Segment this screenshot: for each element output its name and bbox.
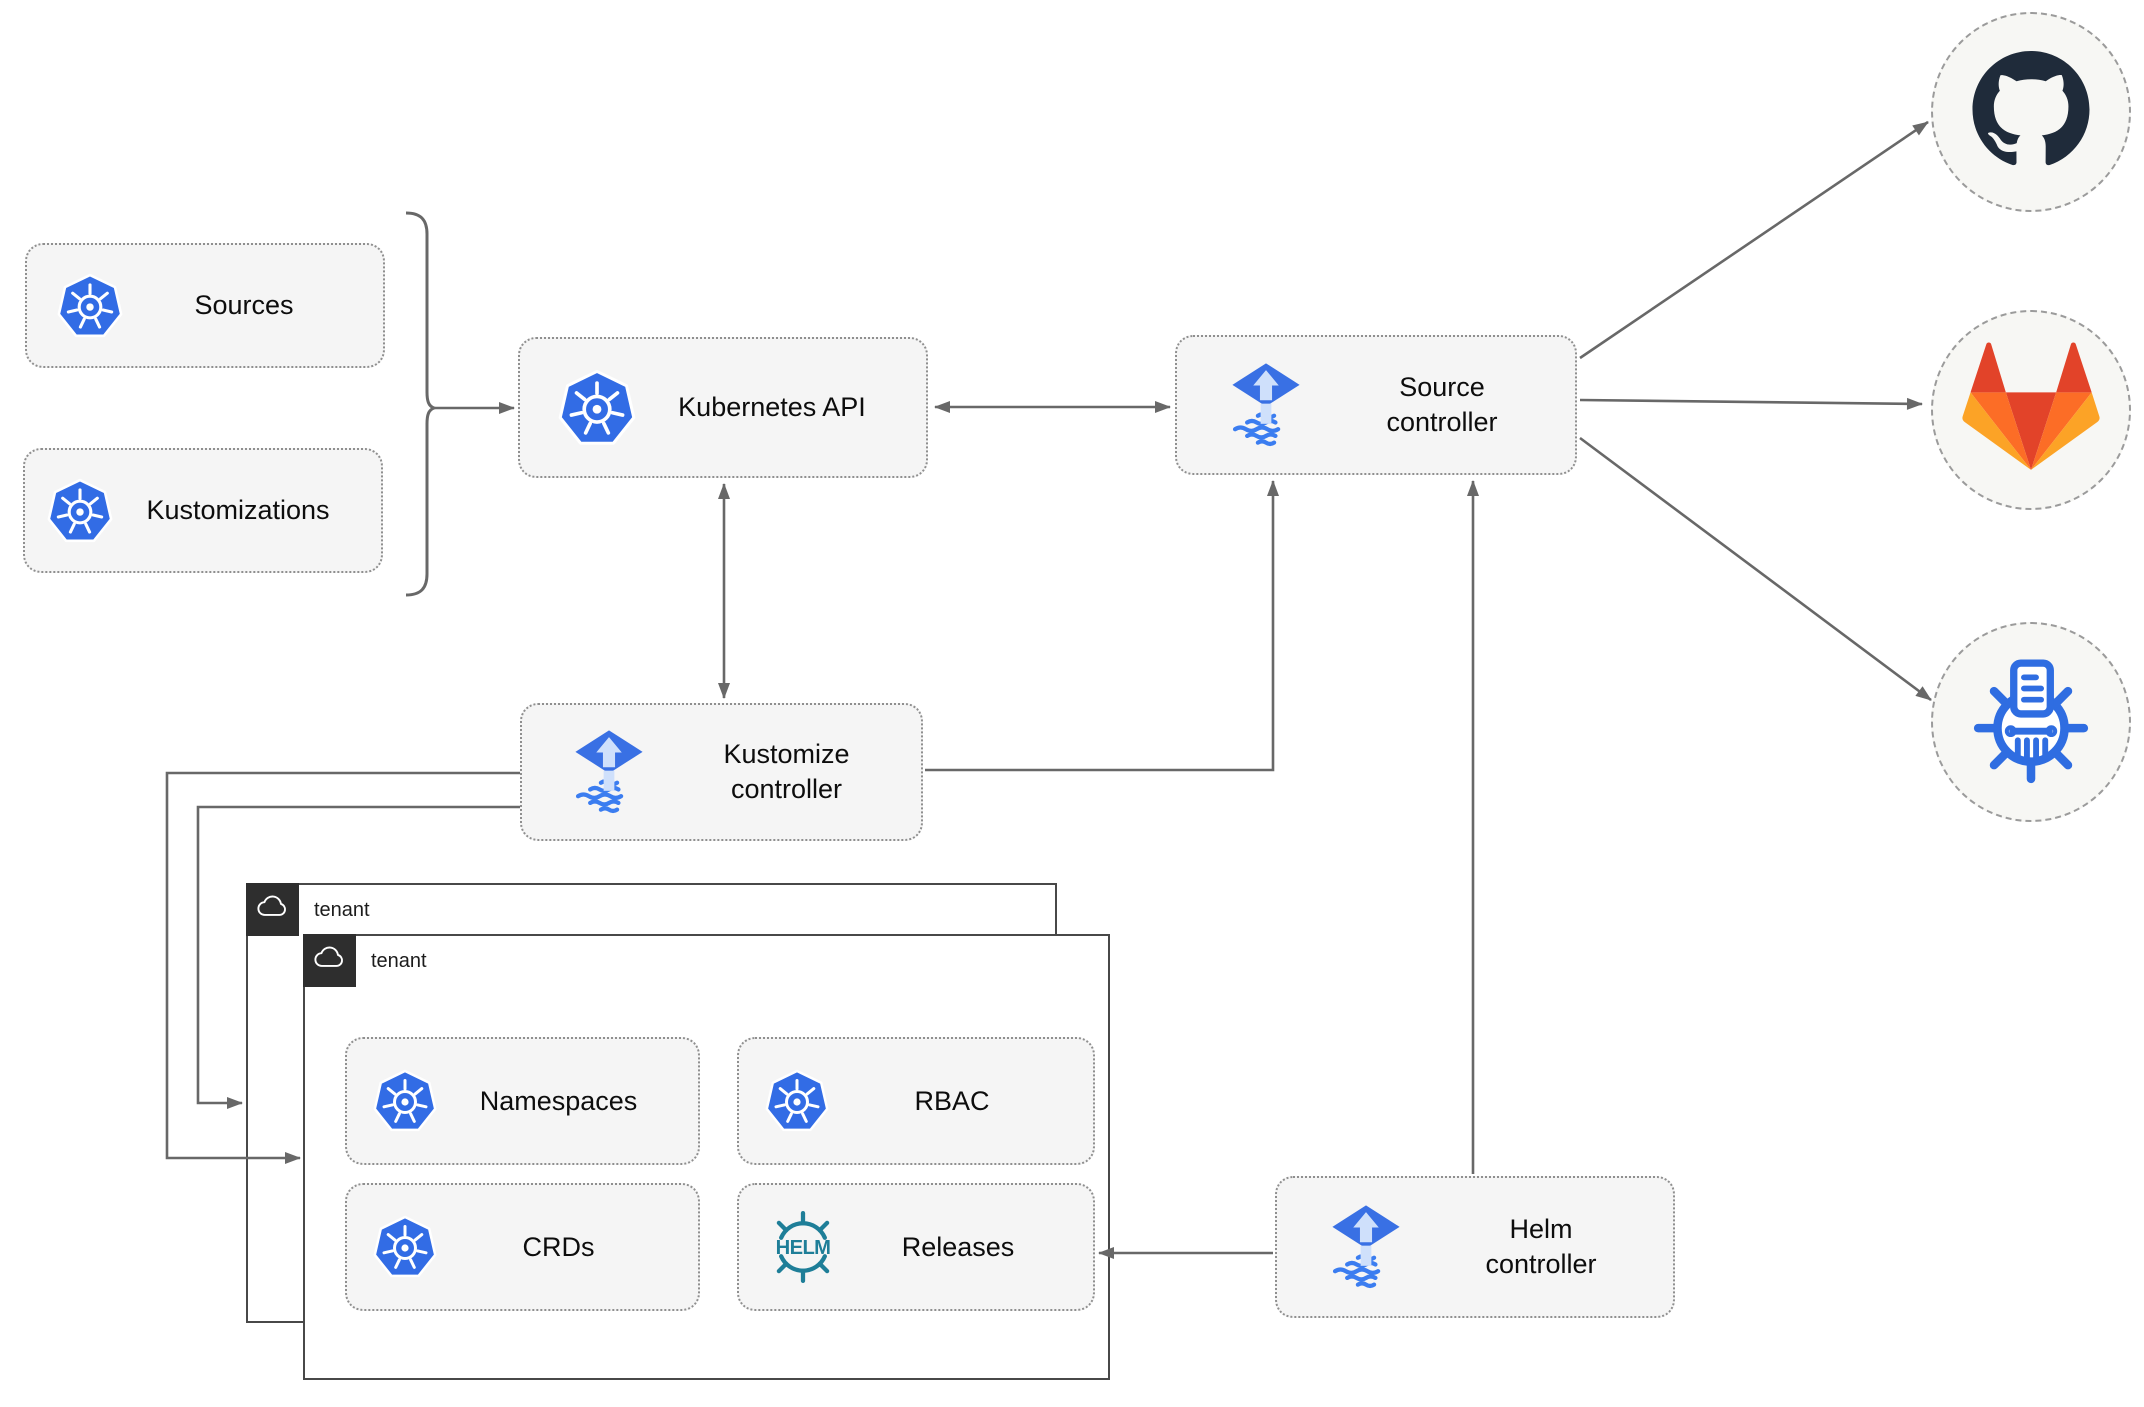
flux-icon — [1223, 362, 1309, 448]
tenant-tab — [245, 882, 299, 936]
node-crds: CRDs — [345, 1183, 700, 1311]
node-label: Helm controller — [1485, 1213, 1597, 1279]
tenant-label: tenant — [314, 899, 370, 921]
kubernetes-icon — [57, 273, 123, 339]
kubernetes-icon — [765, 1069, 829, 1133]
tenant-label: tenant — [371, 950, 427, 972]
flux-icon — [566, 729, 652, 815]
github-icon — [1971, 51, 2091, 173]
node-label: Sources — [194, 290, 294, 320]
node-label: Releases — [901, 1231, 1015, 1262]
node-label: Kustomizations — [146, 495, 330, 525]
endpoint-gitlab — [1931, 310, 2131, 510]
node-rbac: RBAC — [737, 1037, 1095, 1165]
node-kustomizations: Kustomizations — [23, 448, 383, 573]
tenant-tab — [302, 933, 356, 987]
chartmuseum-icon — [1966, 655, 2096, 790]
brace-sources-group — [405, 211, 439, 597]
node-helm-controller: Helm controller — [1275, 1176, 1675, 1318]
kubernetes-icon — [373, 1215, 437, 1279]
node-label: Kubernetes API — [678, 392, 866, 422]
kubernetes-icon — [47, 478, 113, 544]
edge-source-to-github — [1579, 120, 1929, 360]
edge-kustomize-to-source — [925, 480, 1279, 772]
node-label: Source controller — [1386, 371, 1498, 437]
kubernetes-icon — [373, 1069, 437, 1133]
node-source-controller: Source controller — [1175, 335, 1577, 475]
endpoint-github — [1931, 12, 2131, 212]
edge-source-to-gitlab — [1579, 397, 1923, 410]
node-releases: Releases — [737, 1183, 1095, 1311]
endpoint-helm-repository — [1931, 622, 2131, 822]
node-label: Kustomize controller — [723, 738, 850, 804]
flux-icon — [1323, 1204, 1409, 1290]
node-label: CRDs — [522, 1231, 595, 1262]
node-namespaces: Namespaces — [345, 1037, 700, 1165]
kubernetes-icon — [558, 369, 636, 447]
node-kustomize-controller: Kustomize controller — [520, 703, 923, 841]
helm-icon — [765, 1209, 841, 1285]
node-kubernetes-api: Kubernetes API — [518, 337, 928, 478]
cloud-icon — [312, 945, 346, 976]
cloud-icon — [255, 894, 289, 925]
edge-source-to-helm-repo — [1579, 436, 1932, 702]
node-sources: Sources — [25, 243, 385, 368]
node-label: Namespaces — [479, 1085, 638, 1116]
gitlab-icon — [1962, 342, 2100, 478]
node-label: RBAC — [914, 1085, 990, 1116]
